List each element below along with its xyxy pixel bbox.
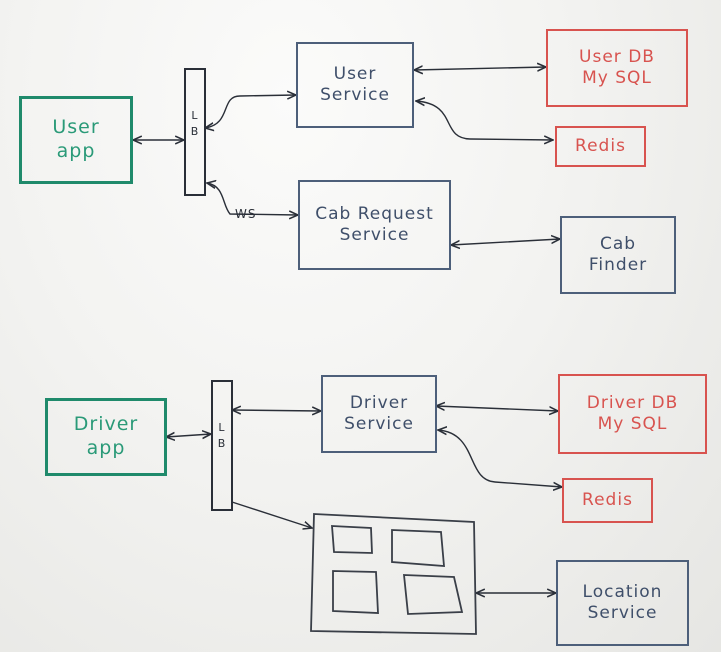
edge-driverservice-redis bbox=[438, 430, 562, 487]
location-service-box: Location Service bbox=[556, 560, 689, 646]
edge-lb-cabrequest bbox=[207, 183, 298, 215]
user-db-line1: User DB bbox=[579, 46, 655, 67]
driver-app-line1: Driver bbox=[73, 413, 139, 436]
user-app-line2: app bbox=[56, 140, 96, 162]
map-tiles-box bbox=[310, 513, 477, 635]
driver-db-line1: Driver DB bbox=[586, 392, 679, 413]
tile-2 bbox=[391, 529, 445, 567]
lb-top-b: B bbox=[190, 125, 200, 138]
tile-4 bbox=[402, 574, 464, 615]
location-service-line2: Service bbox=[587, 603, 658, 623]
user-app-line1: User bbox=[52, 116, 100, 139]
driver-db-line2: My SQL bbox=[597, 414, 668, 434]
redis-box-bottom: Redis bbox=[562, 478, 653, 523]
edge-driverapp-lb bbox=[166, 434, 211, 437]
driver-service-line2: Service bbox=[344, 414, 414, 434]
user-service-box: User Service bbox=[296, 42, 414, 128]
driver-service-box: Driver Service bbox=[321, 375, 437, 453]
load-balancer-bottom: L B bbox=[211, 380, 233, 511]
edge-lb-tiles bbox=[231, 501, 312, 528]
cab-finder-box: Cab Finder bbox=[560, 216, 676, 294]
load-balancer-top: L B bbox=[184, 68, 206, 196]
cab-request-service-box: Cab Request Service bbox=[298, 180, 451, 270]
edge-cabrequest-cabfinder bbox=[451, 239, 560, 245]
driver-db-box: Driver DB My SQL bbox=[558, 374, 707, 454]
user-service-line2: Service bbox=[320, 85, 390, 105]
tile-3 bbox=[332, 570, 379, 614]
edge-lb-driverservice bbox=[232, 410, 321, 411]
edge-userservice-userdb bbox=[414, 67, 546, 70]
cab-finder-line2: Finder bbox=[588, 255, 648, 275]
cab-finder-line1: Cab bbox=[599, 233, 637, 254]
driver-app-line2: app bbox=[86, 437, 126, 459]
driver-service-line1: Driver bbox=[349, 392, 409, 413]
edge-lb-userservice bbox=[205, 95, 296, 128]
user-service-line1: User bbox=[333, 63, 377, 84]
redis-top-label: Redis bbox=[575, 135, 626, 156]
user-app-box: User app bbox=[19, 96, 133, 184]
tile-1 bbox=[331, 525, 373, 554]
edge-userservice-redis bbox=[416, 101, 553, 140]
redis-box-top: Redis bbox=[555, 126, 646, 167]
lb-bottom-l: L bbox=[218, 421, 226, 434]
lb-top-l: L bbox=[191, 109, 199, 122]
driver-app-box: Driver app bbox=[45, 398, 167, 476]
cab-request-line2: Service bbox=[339, 225, 410, 245]
location-service-line1: Location bbox=[582, 581, 663, 602]
cab-request-line1: Cab Request bbox=[315, 203, 434, 224]
user-db-box: User DB My SQL bbox=[546, 29, 688, 107]
redis-bottom-label: Redis bbox=[582, 489, 633, 510]
user-db-line2: My SQL bbox=[582, 68, 652, 88]
edge-driverservice-driverdb bbox=[436, 406, 558, 411]
lb-bottom-b: B bbox=[217, 437, 227, 450]
websocket-label: WS bbox=[235, 207, 257, 221]
